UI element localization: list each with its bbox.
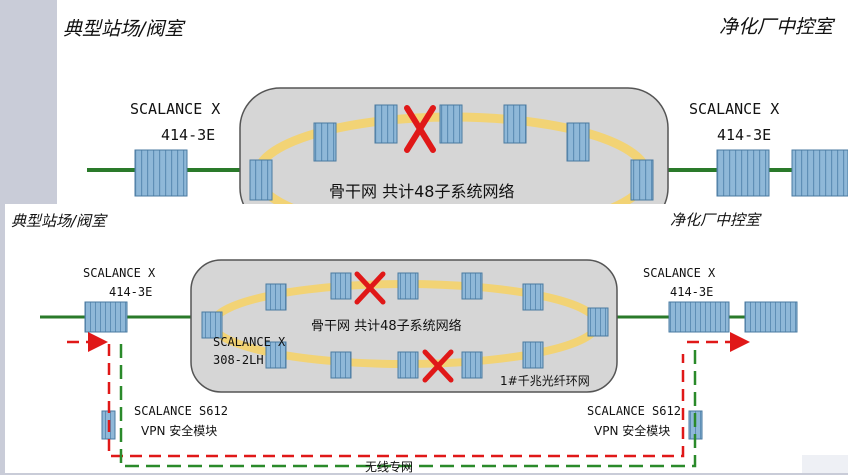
bottom-switch-left-label-1: SCALANCE X	[83, 266, 156, 280]
top-switch-right-label-2: 414-3E	[717, 126, 772, 144]
ring-device	[265, 283, 287, 311]
vpn-right-label-1: SCALANCE S612	[587, 404, 681, 418]
fiber-ring-label: 1#千兆光纤环网	[500, 374, 590, 388]
top-title-left: 典型站场/阀室	[63, 18, 184, 40]
wireless-label: 无线专网	[365, 460, 414, 474]
switch-right-device	[668, 301, 730, 333]
bottom-panel: 典型站场/阀室 净化厂中控室 SCALANCE X 414-3E SCALANC…	[5, 204, 848, 474]
ring-device	[265, 341, 287, 369]
break-mark-lower	[422, 349, 454, 383]
top-diagram	[87, 87, 848, 204]
bottom-title-right: 净化厂中控室	[670, 211, 761, 229]
corner-block	[802, 455, 848, 473]
ring-device	[249, 159, 273, 201]
ring-device	[630, 159, 654, 201]
vpn-right-label-2: VPN 安全模块	[594, 424, 671, 438]
switch-left-device	[134, 149, 188, 197]
ring-device	[397, 351, 419, 379]
ring-device	[461, 272, 483, 300]
switch-left-device	[84, 301, 128, 333]
ring-switch-device	[201, 311, 223, 339]
ring-device	[566, 122, 590, 162]
ring-device	[522, 283, 544, 311]
switch-extra-device	[744, 301, 798, 333]
break-mark-upper	[354, 271, 386, 305]
ring-device	[397, 272, 419, 300]
ring-switch-label-1: SCALANCE X	[213, 335, 286, 349]
bottom-title-left: 典型站场/阀室	[11, 212, 107, 230]
top-switch-left-label-2: 414-3E	[161, 126, 216, 144]
top-switch-left-label-1: SCALANCE X	[130, 100, 221, 118]
vpn-left-label-1: SCALANCE S612	[134, 404, 228, 418]
bottom-switch-right-label-1: SCALANCE X	[643, 266, 716, 280]
vpn-left-label-2: VPN 安全模块	[141, 424, 218, 438]
ring-device	[330, 272, 352, 300]
top-title-right: 净化厂中控室	[719, 16, 834, 38]
backbone-ring-box	[239, 87, 669, 204]
break-mark	[404, 105, 436, 153]
ring-device	[313, 122, 337, 162]
bottom-ring-label: 骨干网 共计48子系统网络	[311, 319, 462, 334]
bottom-switch-right-label-2: 414-3E	[670, 285, 714, 299]
ring-device	[374, 104, 398, 144]
bottom-diagram	[40, 259, 798, 468]
ring-device	[503, 104, 527, 144]
ring-device	[461, 351, 483, 379]
wireless-path-red	[67, 332, 750, 458]
top-panel: 典型站场/阀室 净化厂中控室 SCALANCE X 414-3E SCALANC…	[57, 0, 848, 204]
ring-device	[330, 351, 352, 379]
ring-device	[522, 341, 544, 369]
top-ring-label: 骨干网 共计48子系统网络	[329, 182, 515, 201]
top-switch-right-label-1: SCALANCE X	[689, 100, 780, 118]
ring-switch-label-2: 308-2LH	[213, 353, 264, 367]
switch-right-device	[716, 149, 770, 197]
bottom-switch-left-label-2: 414-3E	[109, 285, 153, 299]
ring-device	[439, 104, 463, 144]
switch-extra-device	[791, 149, 848, 197]
ring-device	[587, 307, 609, 337]
wireless-path-green	[119, 344, 697, 468]
